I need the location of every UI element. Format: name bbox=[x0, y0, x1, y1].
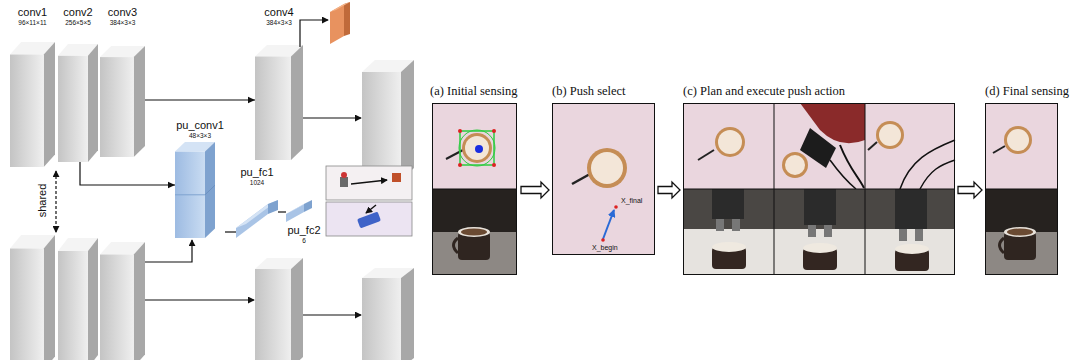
layer-size: 384×3×3 bbox=[266, 19, 292, 27]
layer-size: 256×5×5 bbox=[65, 19, 91, 27]
conv-stream-bottom bbox=[10, 235, 414, 360]
layer-node: pu_conv148×3×3 bbox=[175, 119, 225, 238]
layer-size: 48×3×3 bbox=[189, 132, 211, 140]
photo-final bbox=[985, 103, 1058, 275]
push-layers bbox=[175, 142, 312, 238]
push-thumbnails bbox=[326, 166, 412, 236]
photo-execute bbox=[683, 103, 955, 275]
layer-node: conv3384×3×3 bbox=[100, 6, 145, 157]
photo-frame bbox=[985, 103, 1058, 275]
photo-initial bbox=[432, 103, 517, 275]
layer-name: conv4 bbox=[264, 6, 293, 19]
connector bbox=[145, 97, 255, 103]
side-label: shared bbox=[36, 181, 49, 221]
layer-name: conv2 bbox=[63, 6, 92, 19]
photo-frame bbox=[683, 103, 955, 275]
connector bbox=[225, 232, 236, 233]
connector bbox=[521, 182, 549, 198]
connector bbox=[80, 162, 175, 188]
panel-node: (c) Plan and execute push action bbox=[683, 84, 955, 275]
panel-heading: (d) Final sensing bbox=[985, 84, 1069, 99]
layer-node: conv4384×3×3 bbox=[255, 6, 303, 160]
photo-frame bbox=[432, 103, 517, 275]
wires bbox=[56, 20, 361, 315]
layer-size: 96×11×11 bbox=[18, 19, 46, 27]
panel-heading: (b) Push select bbox=[552, 84, 626, 99]
panel-node: (a) Initial sensing bbox=[430, 84, 518, 275]
panel-heading: (a) Initial sensing bbox=[430, 84, 517, 99]
layer-name: conv3 bbox=[108, 6, 137, 19]
photo-frame bbox=[552, 103, 655, 255]
panel-node: (b) Push selectX_finalX_begin bbox=[552, 84, 655, 255]
connector bbox=[658, 182, 680, 198]
layer-name: pu_fc1 bbox=[240, 166, 273, 179]
layer-size: 6 bbox=[302, 237, 306, 245]
layer-name: pu_conv1 bbox=[176, 119, 224, 132]
panel-node: (d) Final sensing bbox=[985, 84, 1070, 275]
connector bbox=[278, 212, 286, 213]
layer-node: conv196×11×11 bbox=[10, 6, 55, 167]
connector bbox=[958, 182, 982, 198]
panel-heading: (c) Plan and execute push action bbox=[683, 84, 845, 99]
layer-node: pu_fc26 bbox=[286, 198, 322, 254]
layer-name: pu_fc2 bbox=[287, 224, 320, 237]
layer-node: pu_fc11024 bbox=[236, 166, 278, 240]
layer-size: 384×3×3 bbox=[110, 19, 136, 27]
layer-name: conv1 bbox=[18, 6, 47, 19]
point-label: X_begin bbox=[592, 244, 618, 252]
point-label: X_final bbox=[621, 197, 642, 205]
layer-size: 1024 bbox=[250, 179, 264, 187]
output-layer bbox=[330, 2, 350, 44]
layer-node: conv2256×5×5 bbox=[58, 6, 98, 162]
photo-push-select bbox=[552, 103, 655, 255]
